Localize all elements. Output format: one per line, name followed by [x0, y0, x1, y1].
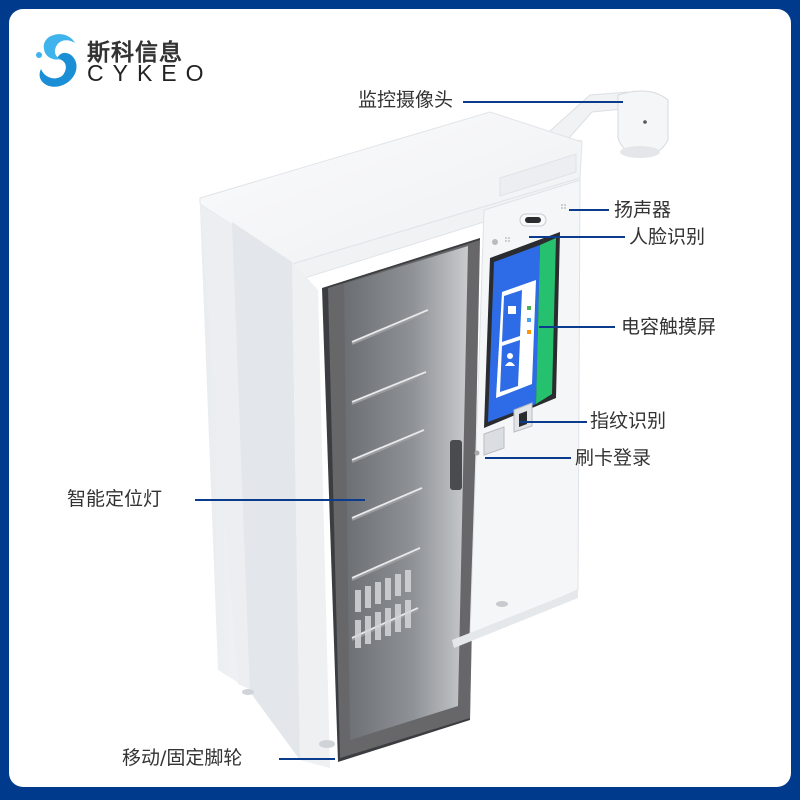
wheel	[242, 689, 254, 695]
callout-card-line	[485, 457, 571, 459]
callout-touchscreen-label: 电容触摸屏	[621, 316, 717, 338]
callout-wheels-label: 移动/固定脚轮	[122, 747, 243, 769]
callout-led-line	[195, 499, 365, 501]
brand-name-cn: 斯科信息	[87, 40, 183, 66]
card-icon	[508, 306, 516, 314]
door-handle	[450, 440, 462, 490]
callout-camera-line	[463, 101, 623, 103]
wheel	[319, 740, 335, 748]
wheel	[496, 601, 508, 607]
person-icon	[507, 353, 513, 359]
brand-logo: 斯科信息 CYKEO	[31, 29, 204, 91]
callout-fingerprint-line	[519, 421, 587, 423]
callout-speaker-line	[569, 209, 609, 211]
card-reader	[483, 426, 505, 456]
speaker-grille	[505, 204, 566, 242]
callout-camera-label: 监控摄像头	[358, 89, 454, 111]
callout-card-label: 刷卡登录	[575, 447, 652, 469]
callout-face-label: 人脸识别	[629, 226, 706, 248]
image-card: 斯科信息 CYKEO	[9, 9, 791, 787]
callout-led-label: 智能定位灯	[67, 488, 163, 510]
brand-name-en: CYKEO	[87, 60, 213, 86]
callout-face-line	[529, 236, 625, 238]
sensor-dot	[492, 239, 498, 245]
shelves	[351, 309, 429, 641]
callout-fingerprint-label: 指纹识别	[590, 410, 667, 432]
touchscreen	[484, 232, 560, 428]
callout-wheels-line	[279, 758, 335, 760]
smart-cabinet-illustration	[199, 90, 669, 768]
cykeo-logo-icon	[36, 34, 77, 87]
callout-speaker-label: 扬声器	[614, 199, 672, 221]
callout-touchscreen-line	[539, 326, 615, 328]
